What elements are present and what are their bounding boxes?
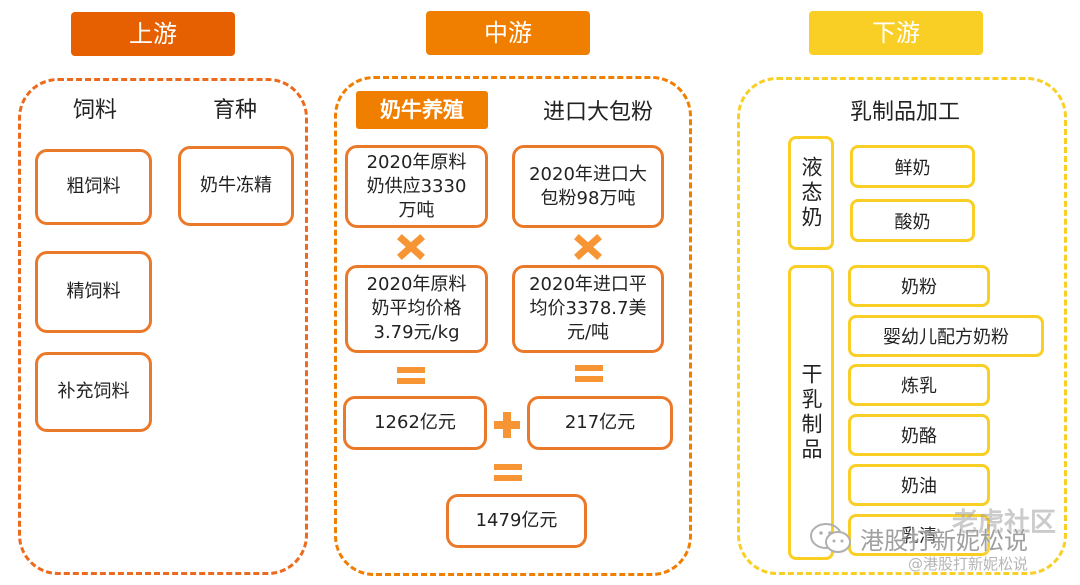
midstream-header: 中游 bbox=[426, 11, 590, 55]
raw-milk-price-box: 2020年原料奶平均价格3.79元/kg bbox=[345, 265, 488, 353]
imported-powder-title: 进口大包粉 bbox=[542, 100, 653, 125]
multiply-icon bbox=[397, 234, 425, 260]
dairy-farming-title: 奶牛养殖 bbox=[356, 91, 488, 129]
downstream-panel bbox=[737, 77, 1067, 575]
upstream-panel bbox=[18, 78, 308, 575]
raw-milk-volume-box: 2020年原料奶供应3330万吨 bbox=[345, 145, 488, 228]
watermark-account-handle: @港股打新妮松说 bbox=[908, 555, 1029, 573]
feed-title: 饲料 bbox=[72, 98, 117, 123]
breeding-title: 育种 bbox=[212, 98, 257, 123]
dry-dairy-label: 干乳制品 bbox=[788, 265, 834, 560]
imported-powder-value-box: 217亿元 bbox=[527, 396, 673, 450]
raw-milk-value-box: 1262亿元 bbox=[343, 396, 487, 450]
dry-item-condensed-milk: 炼乳 bbox=[848, 364, 990, 406]
dry-item-infant-formula: 婴幼儿配方奶粉 bbox=[848, 315, 1044, 357]
equals-icon bbox=[492, 461, 524, 485]
liquid-milk-label: 液态奶 bbox=[788, 136, 834, 250]
imported-powder-price-box: 2020年进口平均价3378.7美元/吨 bbox=[512, 265, 664, 353]
equals-icon bbox=[395, 364, 427, 388]
plus-icon bbox=[492, 410, 522, 440]
wechat-icon bbox=[808, 521, 854, 555]
dry-dairy-label-text: 干乳制品 bbox=[799, 362, 823, 463]
feed-item-supplement: 补充饲料 bbox=[35, 352, 152, 432]
feed-item-roughage: 粗饲料 bbox=[35, 149, 152, 225]
dry-item-milk-powder: 奶粉 bbox=[848, 265, 990, 307]
total-value-box: 1479亿元 bbox=[446, 494, 587, 548]
feed-item-concentrate: 精饲料 bbox=[35, 251, 152, 333]
watermark-logo-text: 老虎社区 bbox=[952, 508, 1057, 538]
liquid-item-yogurt: 酸奶 bbox=[850, 199, 975, 242]
equals-icon bbox=[573, 362, 605, 386]
breeding-item-semen: 奶牛冻精 bbox=[178, 146, 294, 226]
liquid-item-fresh-milk: 鲜奶 bbox=[850, 145, 975, 188]
liquid-milk-label-text: 液态奶 bbox=[799, 155, 823, 231]
dry-item-whey: 乳清 bbox=[848, 514, 990, 556]
midstream-panel bbox=[334, 76, 692, 576]
dairy-processing-title: 乳制品加工 bbox=[849, 100, 960, 125]
downstream-header: 下游 bbox=[809, 11, 983, 55]
dry-item-cheese: 奶酪 bbox=[848, 414, 990, 456]
upstream-header: 上游 bbox=[71, 12, 235, 56]
dry-item-butter: 奶油 bbox=[848, 464, 990, 506]
multiply-icon bbox=[574, 234, 602, 260]
watermark-account-name: 港股打新妮松说 bbox=[860, 527, 1028, 555]
imported-powder-volume-box: 2020年进口大包粉98万吨 bbox=[512, 145, 664, 228]
